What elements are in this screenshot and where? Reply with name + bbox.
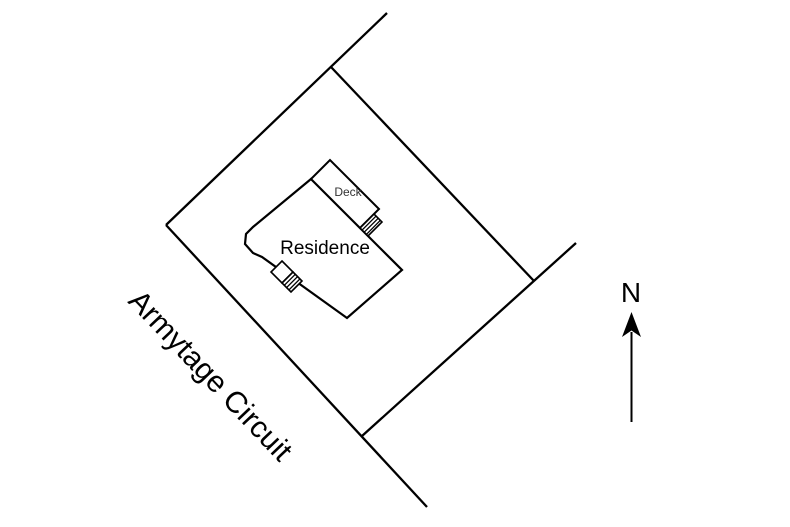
deck-stairs-tread bbox=[363, 217, 379, 233]
labels: Residence Deck Armytage Circuit N bbox=[122, 185, 641, 468]
boundary-line-northwest bbox=[165, 12, 388, 226]
residence-outline bbox=[243, 177, 404, 320]
deck-stairs-tread bbox=[361, 215, 377, 231]
deck-label: Deck bbox=[334, 185, 362, 199]
residence-label: Residence bbox=[280, 238, 370, 259]
boundary-line-northeast bbox=[330, 66, 535, 282]
north-arrow-head bbox=[622, 312, 641, 337]
deck-outline bbox=[309, 158, 381, 230]
boundary-line-southwest bbox=[165, 224, 428, 508]
porch-stairs-tread bbox=[286, 276, 299, 289]
porch-stairs-tread bbox=[288, 278, 301, 291]
porch-stairs-tread bbox=[283, 273, 296, 286]
line-work bbox=[165, 12, 641, 508]
deck-stairs-tread bbox=[365, 219, 381, 235]
street-label: Armytage Circuit bbox=[122, 284, 299, 468]
boundary-line-southeast bbox=[361, 242, 577, 437]
north-label: N bbox=[621, 277, 641, 308]
